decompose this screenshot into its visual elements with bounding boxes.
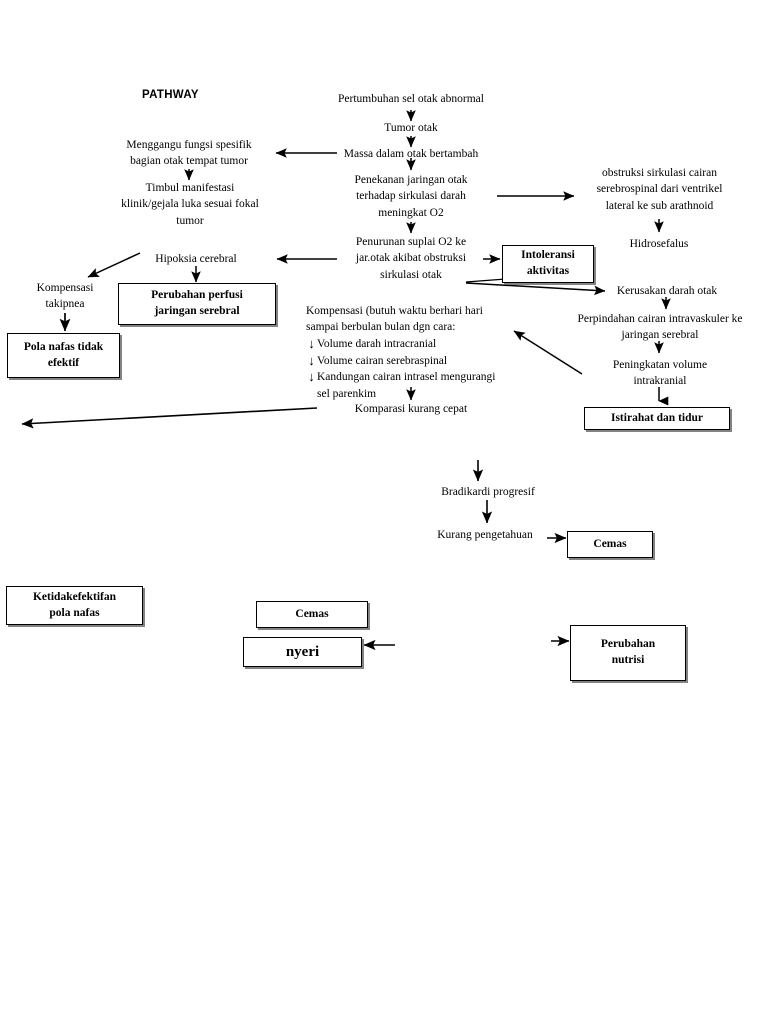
- arrow-hipoksia-to-kompensasi-takipnea: [87, 252, 141, 278]
- kompensasi-bullet-label: Volume cairan serebraspinal: [317, 354, 448, 367]
- node-kerusakan-darah-otak: Kerusakan darah otak: [616, 285, 718, 297]
- arrow-komparasi-to-left: [21, 407, 318, 429]
- node-massa-dalam-otak-bertambah: Massa dalam otak bertambah: [343, 148, 479, 160]
- node-komparasi-kurang-cepat: Komparasi kurang cepat: [354, 403, 468, 415]
- node-hipoksia-cerebral: Hipoksia cerebral: [155, 253, 237, 265]
- node-peningkatan-volume-intrakranial: Peningkatan volume intrakranial: [612, 359, 708, 388]
- box-ketidakefektifan-pola-nafas[interactable]: Ketidakefektifan pola nafas: [6, 586, 143, 625]
- kompensasi-bullet-row: ↓ Volume cairan serebraspinal: [306, 353, 522, 370]
- node-penekanan-jaringan-otak: Penekanan jaringan otak terhadap sirkula…: [354, 174, 468, 219]
- box-perubahan-perfusi-jaringan-serebral[interactable]: Perubahan perfusi jaringan serebral: [118, 283, 276, 325]
- page-title: PATHWAY: [142, 89, 199, 101]
- kompensasi-intro-line-2: sampai berbulan bulan dgn cara:: [306, 321, 456, 334]
- node-pertumbuhan-sel-otak-abnormal: Pertumbuhan sel otak abnormal: [338, 93, 484, 105]
- node-penurunan-suplai-o2: Penurunan suplai O2 ke jar.otak akibat o…: [355, 236, 467, 281]
- kompensasi-bullet-label: Kandungan cairan intrasel mengurangi sel…: [317, 371, 496, 400]
- node-tumor-otak: Tumor otak: [384, 122, 438, 134]
- node-menggangu-fungsi-spesifik: Menggangu fungsi spesifik bagian otak te…: [126, 139, 252, 168]
- box-nyeri[interactable]: nyeri: [243, 637, 362, 667]
- down-arrow-icon: ↓: [308, 352, 315, 368]
- box-istirahat-dan-tidur[interactable]: Istirahat dan tidur: [584, 407, 730, 430]
- down-arrow-icon: ↓: [308, 369, 315, 385]
- down-arrow-icon: ↓: [308, 335, 315, 351]
- kompensasi-bullet-row: ↓ Volume darah intracranial: [306, 336, 522, 353]
- kompensasi-bullet-row: ↓ Kandungan cairan intrasel mengurangi s…: [306, 369, 522, 402]
- node-bradikardi-progresif: Bradikardi progresif: [441, 486, 535, 498]
- box-cemas-lower[interactable]: Cemas: [256, 601, 368, 628]
- node-kompensasi-takipnea: Kompensasi takipnea: [36, 282, 94, 311]
- node-timbul-manifestasi: Timbul manifestasi klinik/gejala luka se…: [121, 182, 259, 227]
- kompensasi-bullet-label: Volume darah intracranial: [317, 337, 437, 350]
- node-hidrosefalus: Hidrosefalus: [629, 238, 689, 250]
- box-perubahan-nutrisi[interactable]: Perubahan nutrisi: [570, 625, 686, 681]
- node-perpindahan-cairan-intravaskuler: Perpindahan cairan intravaskuler ke jari…: [577, 313, 743, 342]
- node-obstruksi-sirkulasi-cairan: obstruksi sirkulasi cairan serebrospinal…: [596, 167, 723, 212]
- kompensasi-block: Kompensasi (butuh waktu berhari hari sam…: [306, 303, 522, 402]
- node-kurang-pengetahuan: Kurang pengetahuan: [437, 529, 533, 541]
- box-cemas-upper[interactable]: Cemas: [567, 531, 653, 558]
- box-intoleransi-aktivitas[interactable]: Intoleransi aktivitas: [502, 245, 594, 283]
- box-pola-nafas-tidak-efektif[interactable]: Pola nafas tidak efektif: [7, 333, 120, 378]
- kompensasi-intro-line-1: Kompensasi (butuh waktu berhari hari: [306, 305, 483, 317]
